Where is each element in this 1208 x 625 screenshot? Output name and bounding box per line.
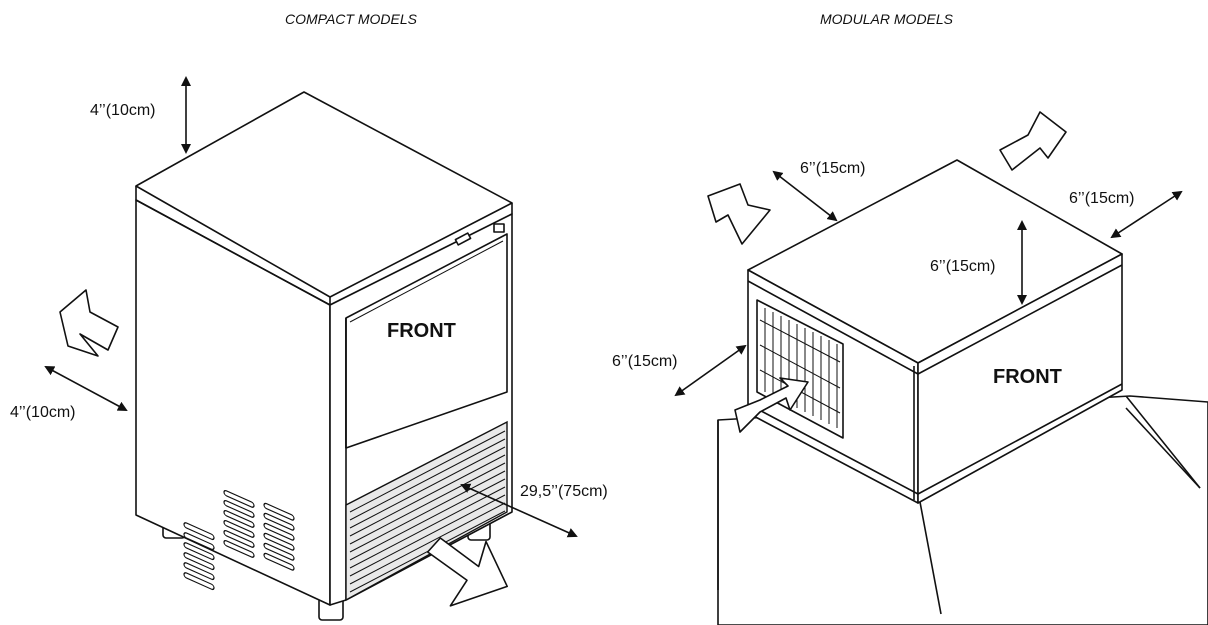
- compact-models-heading: COMPACT MODELS: [285, 11, 417, 27]
- modular-models-heading: MODULAR MODELS: [820, 11, 954, 27]
- rear-left-clearance-arrow: [772, 170, 838, 222]
- compact-front-label: FRONT: [387, 320, 456, 342]
- compact-front-clearance-label: 29,5’’(75cm): [520, 483, 608, 500]
- side-airflow-arrow-icon: [59, 289, 119, 357]
- outlet-airflow-arrow-icon: [999, 111, 1067, 171]
- side-vents: [183, 522, 215, 591]
- side-clearance-arrow: [674, 344, 747, 397]
- modular-front-label: FRONT: [993, 366, 1062, 388]
- modular-rear-left-clearance-label: 6’’(15cm): [800, 160, 866, 177]
- rear-right-clearance-arrow: [1110, 190, 1183, 239]
- side-clearance-arrow: [44, 366, 128, 411]
- modular-ice-machine: [674, 111, 1208, 625]
- compact-ice-machine: [44, 76, 578, 621]
- unit-front: [917, 253, 1123, 504]
- modular-rear-right-clearance-label: 6’’(15cm): [1069, 190, 1135, 207]
- front-airflow-arrow-icon: [426, 537, 509, 607]
- modular-top-clearance-label: 6’’(15cm): [930, 258, 996, 275]
- modular-side-clearance-label: 6’’(15cm): [612, 353, 678, 370]
- inlet-airflow-arrow-icon: [707, 183, 771, 245]
- side-airflow-arrow-icon: [734, 377, 809, 433]
- compact-top-clearance-label: 4’’(10cm): [90, 102, 156, 119]
- front-clearance-arrow: [460, 483, 578, 538]
- compact-side-clearance-label: 4’’(10cm): [10, 404, 76, 421]
